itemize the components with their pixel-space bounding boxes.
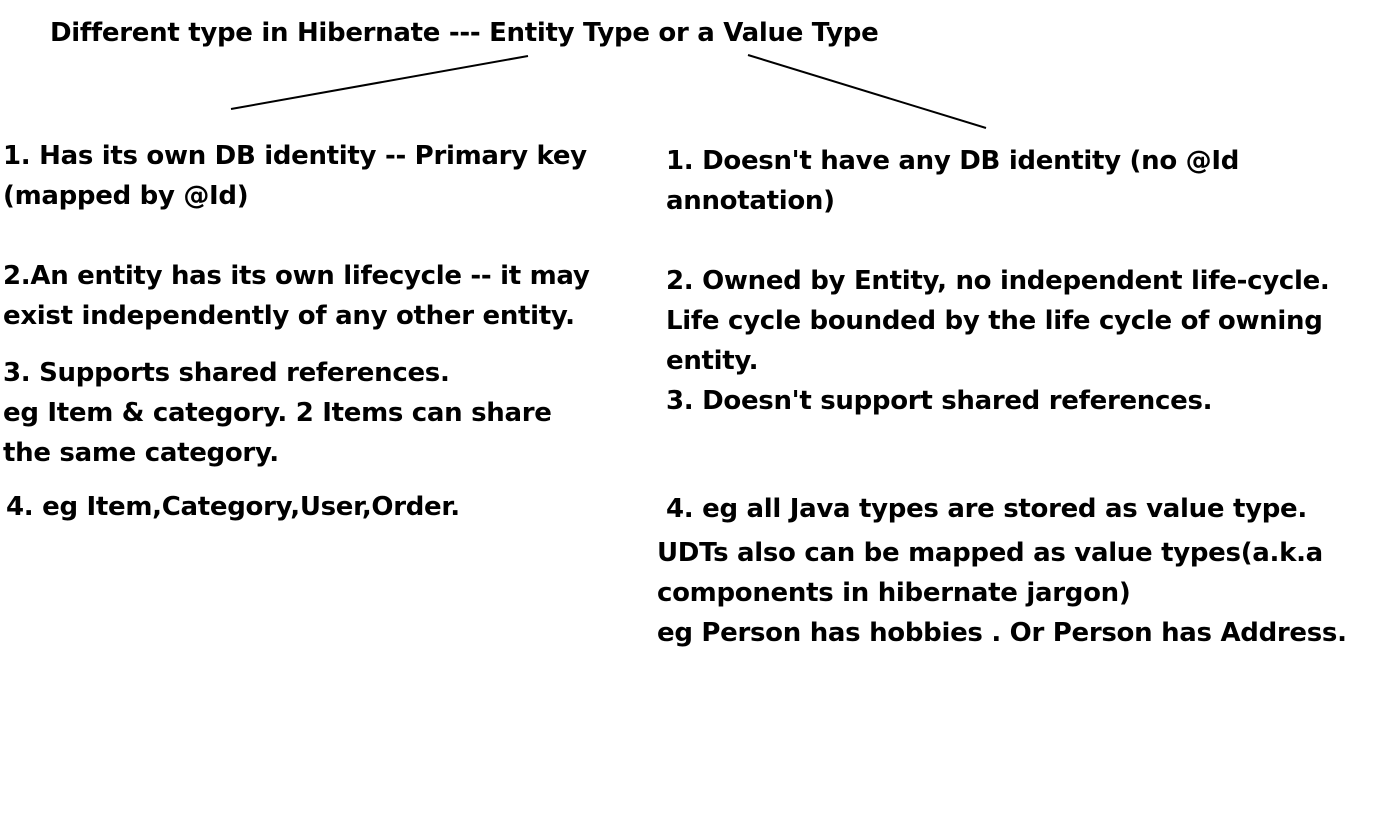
entity-point-2-line-1: 2.An entity has its own lifecycle -- it …	[3, 261, 590, 291]
entity-point-4-line-1: 4. eg Item,Category,User,Order.	[6, 492, 460, 522]
value-point-4-detail-line-3: eg Person has hobbies . Or Person has Ad…	[657, 618, 1347, 648]
connector-to-entity-type	[230, 55, 529, 110]
value-point-3-line-1: 3. Doesn't support shared references.	[666, 386, 1213, 416]
value-point-4-detail-line-2: components in hibernate jargon)	[657, 578, 1131, 608]
value-point-2-line-3: entity.	[666, 346, 759, 376]
diagram-title: Different type in Hibernate --- Entity T…	[50, 18, 879, 48]
value-point-2-line-1: 2. Owned by Entity, no independent life-…	[666, 266, 1330, 296]
value-point-2-line-2: Life cycle bounded by the life cycle of …	[666, 306, 1323, 336]
value-point-1-line-2: annotation)	[666, 186, 835, 216]
entity-point-3-line-1: 3. Supports shared references.	[3, 358, 450, 388]
entity-point-1-line-1: 1. Has its own DB identity -- Primary ke…	[3, 141, 587, 171]
entity-point-3-line-2: eg Item & category. 2 Items can share	[3, 398, 552, 428]
entity-point-1-line-2: (mapped by @Id)	[3, 181, 249, 211]
entity-point-2-line-2: exist independently of any other entity.	[3, 301, 575, 331]
value-point-4-detail-line-1: UDTs also can be mapped as value types(a…	[657, 538, 1323, 568]
value-point-4-line-1: 4. eg all Java types are stored as value…	[666, 494, 1307, 524]
value-point-1-line-1: 1. Doesn't have any DB identity (no @Id	[666, 146, 1240, 176]
entity-point-3-line-3: the same category.	[3, 438, 279, 468]
connector-to-value-type	[747, 54, 987, 129]
